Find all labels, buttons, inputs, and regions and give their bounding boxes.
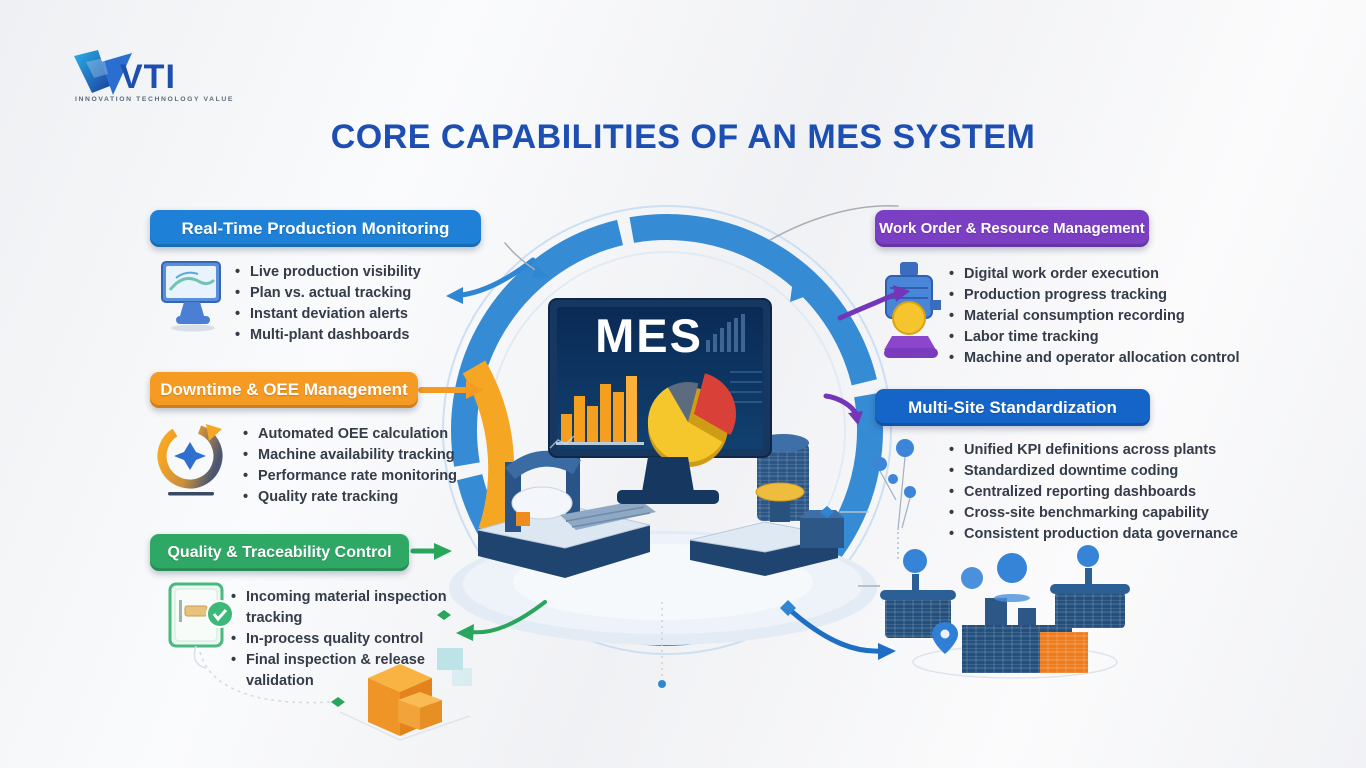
page-title: CORE CAPABILITIES OF AN MES SYSTEM [330, 118, 1036, 156]
bullet-item: Incoming material inspection tracking [228, 587, 468, 629]
monitor-icon [161, 261, 221, 332]
factory-platform [449, 531, 877, 688]
screen-mini-bars-icon [706, 314, 745, 352]
bullet-list-quality: Incoming material inspection tracking In… [228, 587, 468, 692]
screen-pie-chart-icon [647, 373, 737, 467]
screen-bar-chart-icon [549, 376, 644, 449]
bullet-item: Digital work order execution [946, 264, 1276, 285]
bullet-item: Standardized downtime coding [946, 461, 1276, 482]
section-header-quality: Quality & Traceability Control [150, 534, 409, 571]
bullet-list-work-order: Digital work order execution Production … [946, 264, 1276, 369]
section-header-work-order: Work Order & Resource Management [875, 210, 1149, 247]
logo-brand: VTI [120, 58, 176, 96]
bullet-item: Unified KPI definitions across plants [946, 440, 1276, 461]
bullet-list-real-time: Live production visibility Plan vs. actu… [232, 262, 482, 346]
machine-icon [884, 262, 941, 358]
clipboard-check-icon [168, 582, 234, 669]
section-header-multi-site: Multi-Site Standardization [875, 389, 1150, 426]
site-network-icon [873, 439, 916, 560]
bullet-item: Final inspection & release validation [228, 650, 468, 692]
bullet-item: Machine availability tracking [240, 445, 490, 466]
factory-machine-right [689, 434, 844, 576]
bullet-item: Automated OEE calculation [240, 424, 490, 445]
bullet-list-downtime: Automated OEE calculation Machine availa… [240, 424, 490, 508]
bullet-item: Quality rate tracking [240, 487, 490, 508]
section-header-real-time: Real-Time Production Monitoring [150, 210, 481, 247]
bullet-item: Plan vs. actual tracking [232, 283, 482, 304]
bullet-item: Multi-plant dashboards [232, 325, 482, 346]
bullet-item: Live production visibility [232, 262, 482, 283]
capability-ring [442, 205, 892, 655]
bullet-item: Instant deviation alerts [232, 304, 482, 325]
bullet-list-multi-site: Unified KPI definitions across plants St… [946, 440, 1276, 545]
mes-screen-label: MES [595, 309, 703, 362]
oee-gauge-icon [157, 423, 223, 496]
bullet-item: Performance rate monitoring [240, 466, 490, 487]
section-header-downtime: Downtime & OEE Management [150, 372, 418, 408]
factory-machine-left [477, 450, 656, 578]
bullet-item: Machine and operator allocation control [946, 348, 1276, 369]
bullet-item: Labor time tracking [946, 327, 1276, 348]
bullet-item: Material consumption recording [946, 306, 1276, 327]
bullet-item: Consistent production data governance [946, 524, 1276, 545]
multi-site-buildings [858, 545, 1130, 679]
bullet-item: Centralized reporting dashboards [946, 482, 1276, 503]
bullet-item: Production progress tracking [946, 285, 1276, 306]
bullet-item: In-process quality control [228, 629, 468, 650]
bullet-item: Cross-site benchmarking capability [946, 503, 1276, 524]
logo-tagline: INNOVATION TECHNOLOGY VALUE [75, 96, 235, 103]
mes-monitor: MES [548, 298, 772, 504]
